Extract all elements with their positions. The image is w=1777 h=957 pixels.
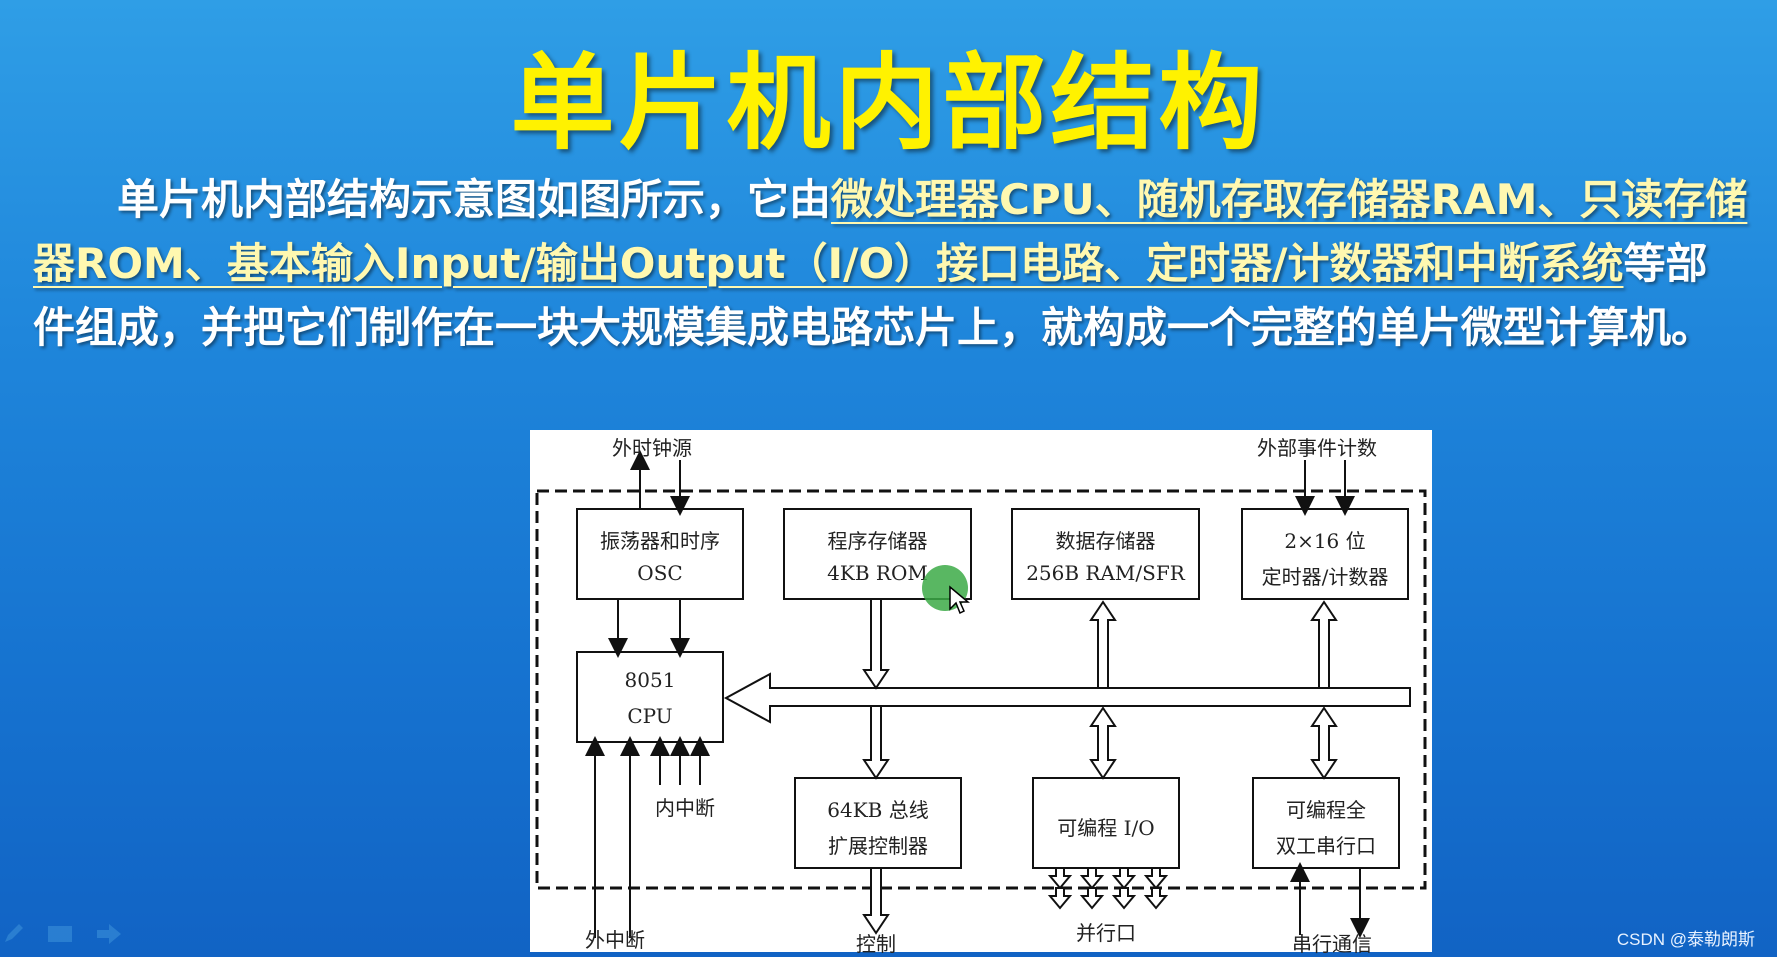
para-part1: 单片机内部结构示意图如图所示，它由 xyxy=(117,175,832,224)
timer-box xyxy=(1241,508,1409,600)
label-ext-event: 外部事件计数 xyxy=(1257,436,1377,460)
label-control: 控制 xyxy=(856,932,896,956)
bus-ctrl-text2: 扩展控制器 xyxy=(828,834,928,858)
slides-icon[interactable] xyxy=(46,922,74,946)
label-parallel: 并行口 xyxy=(1076,921,1136,945)
ram-text1: 数据存储器 xyxy=(1055,529,1156,553)
pen-icon[interactable] xyxy=(2,922,26,946)
para-highlight: 微处理器CPU、随机存取存储器RAM、只读存储器ROM、基本输入Input/输出… xyxy=(33,175,1748,288)
ram-box xyxy=(1011,508,1200,600)
serial-text2: 双工串行口 xyxy=(1276,834,1376,858)
slide-title: 单片机内部结构 xyxy=(510,42,1267,164)
osc-text2: OSC xyxy=(637,561,683,585)
mouse-cursor-icon xyxy=(949,585,970,615)
watermark: CSDN @泰勒朗斯 xyxy=(1616,930,1755,949)
internal-bus xyxy=(723,672,1411,724)
osc-box xyxy=(576,508,744,600)
cpu-text2: CPU xyxy=(627,704,673,728)
serial-text1: 可编程全 xyxy=(1286,798,1366,822)
diagram-lines xyxy=(535,450,1427,938)
serial-box xyxy=(1252,777,1400,869)
rom-text2: 4KB ROM xyxy=(827,561,928,585)
cpu-box xyxy=(576,651,724,743)
slide-paragraph: 单片机内部结构示意图如图所示，它由微处理器CPU、随机存取存储器RAM、只读存储… xyxy=(33,168,1748,360)
para-part2: 等部件组成，并把它们制作在一块大规模集成电路芯片上，就构成一个完整的单片微型计算… xyxy=(33,239,1714,352)
timer-text1: 2×16 位 xyxy=(1284,529,1366,553)
cpu-text1: 8051 xyxy=(624,668,676,692)
io-text: 可编程 I/O xyxy=(1057,816,1155,840)
label-ext-clock: 外时钟源 xyxy=(612,436,692,460)
osc-text1: 振荡器和时序 xyxy=(600,529,720,553)
chip-boundary xyxy=(535,489,1427,890)
timer-text2: 定时器/计数器 xyxy=(1261,565,1389,589)
bus-ctrl-text1: 64KB 总线 xyxy=(827,798,929,822)
io-box xyxy=(1032,777,1180,869)
label-int-internal: 内中断 xyxy=(655,796,715,820)
label-serial-comm: 串行通信 xyxy=(1292,932,1372,956)
arrow-right-icon[interactable] xyxy=(95,922,123,946)
architecture-diagram: 外时钟源 外部事件计数 振荡器和时序 OSC 程序存储器 4KB ROM 数据存… xyxy=(530,430,1432,956)
rom-text1: 程序存储器 xyxy=(827,529,928,553)
ram-text2: 256B RAM/SFR xyxy=(1026,561,1185,585)
label-ext-int: 外中断 xyxy=(585,928,645,952)
